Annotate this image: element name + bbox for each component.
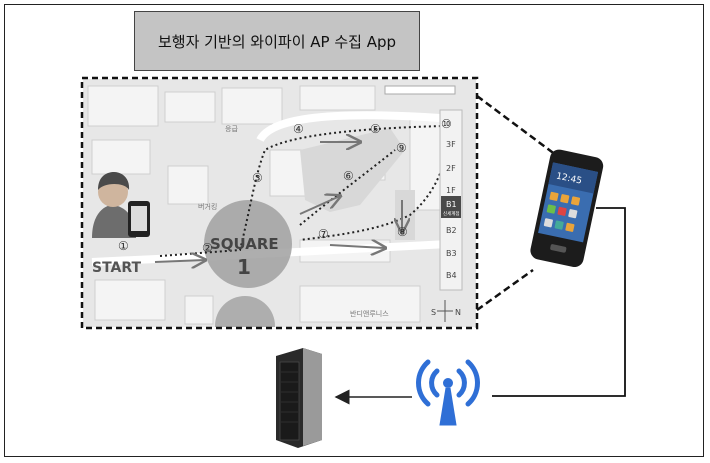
indoor-map: [83, 79, 476, 327]
floor-b2: B2: [446, 226, 457, 235]
square-area: [204, 200, 292, 288]
waypoint-2: ②: [202, 241, 213, 255]
smartphone-icon: 12:45: [530, 149, 604, 268]
waypoint-7: ⑦: [318, 227, 329, 241]
floor-3f: 3F: [446, 140, 456, 149]
title-text: 보행자 기반의 와이파이 AP 수집 App: [157, 32, 397, 51]
waypoint-1: ①: [118, 239, 129, 253]
waypoint-10: ⑩: [441, 117, 452, 131]
connector-phone-ap: [492, 207, 626, 397]
floor-active-bg: [441, 196, 461, 218]
outer-frame: [4, 4, 704, 457]
connector-map-phone-top: [476, 94, 557, 157]
waypoint-4: ④: [293, 122, 304, 136]
square-label: SQUARE: [210, 235, 279, 253]
map-border: [80, 76, 479, 330]
waypoint-3: ③: [252, 171, 263, 185]
square-number: 1: [237, 255, 251, 279]
floor-1f: 1F: [446, 186, 456, 195]
waypoints: ① ② ③ ④ ⑤ ⑥ ⑦ ⑧ ⑨ ⑩: [118, 117, 452, 255]
start-label: START: [92, 260, 142, 276]
floor-b1: B1: [446, 200, 457, 209]
compass-s: S: [431, 308, 436, 317]
floor-b1-sub: 신세계점: [443, 210, 460, 217]
title-box: 보행자 기반의 와이파이 AP 수집 App: [134, 11, 420, 71]
floor-labels: 3F 2F 1F B1 신세계점 B2 B3 B4: [443, 140, 460, 280]
map-label-1: 버거킹: [198, 202, 217, 211]
compass-n: N: [455, 308, 461, 317]
waypoint-6: ⑥: [343, 169, 354, 183]
floor-2f: 2F: [446, 164, 456, 173]
waypoint-8: ⑧: [397, 225, 408, 239]
map-label-2: 반디앤루니스: [350, 309, 389, 318]
walk-route: [159, 124, 448, 257]
pedestrian-icon: [92, 172, 150, 238]
map-label-0: 응급: [225, 125, 238, 133]
server-icon: [276, 348, 322, 448]
waypoint-9: ⑨: [396, 141, 407, 155]
floor-b3: B3: [446, 249, 457, 258]
connector-map-phone-bottom: [476, 268, 534, 312]
waypoint-5: ⑤: [370, 122, 381, 136]
wifi-ap-icon: [416, 359, 480, 426]
floor-b4: B4: [446, 271, 457, 280]
